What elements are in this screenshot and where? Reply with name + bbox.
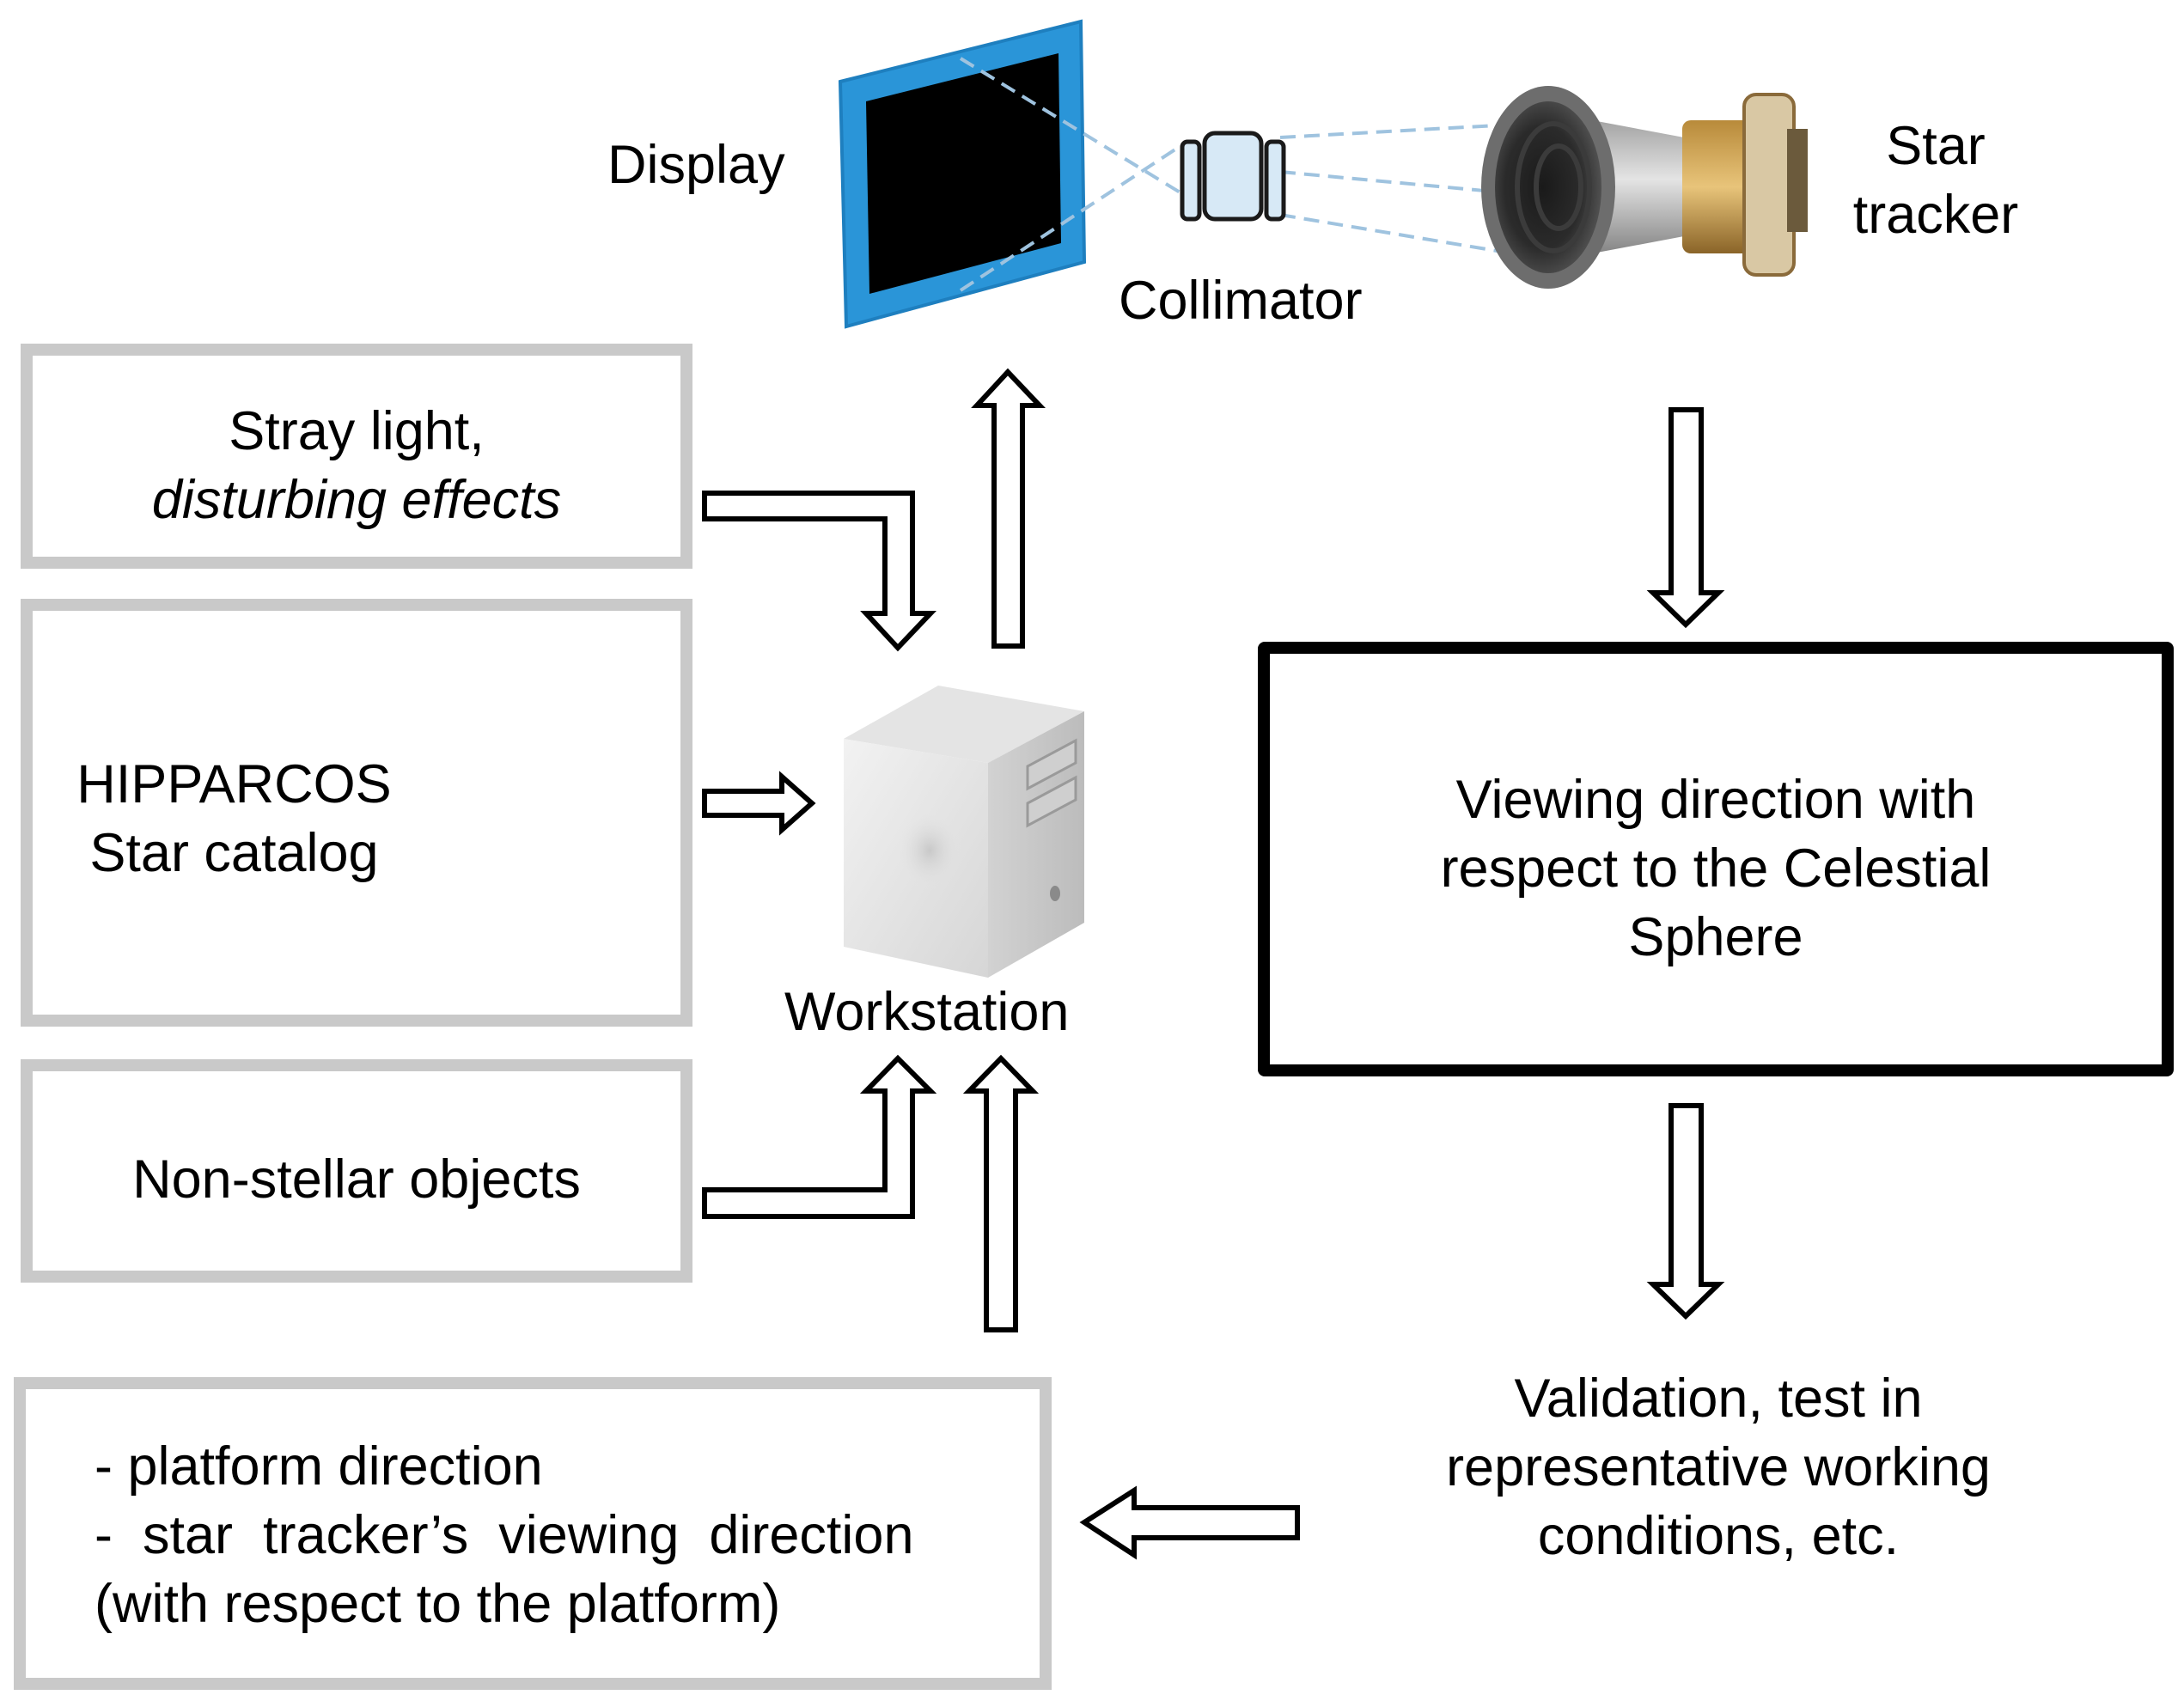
hipparcos-line1: HIPPARCOS	[76, 754, 392, 814]
viewing-direction-box: Viewing direction with respect to the Ce…	[1258, 642, 2174, 1076]
arrow-catalog-to-workstation	[702, 771, 816, 836]
stray-light-box: Stray light, disturbing effects	[21, 344, 692, 569]
monitor-icon	[838, 19, 1087, 329]
validation-line1: Validation, test in	[1514, 1369, 1923, 1429]
arrows	[702, 368, 1725, 1560]
hipparcos-label: HIPPARCOS Star catalog	[52, 750, 417, 887]
hipparcos-box	[21, 599, 692, 1027]
stray-light-line2: disturbing effects	[151, 470, 562, 530]
star-tracker-label: Star tracker	[1828, 112, 2043, 249]
arrow-platform-to-workstation	[962, 1054, 1040, 1332]
validation-label: Validation, test in representative worki…	[1375, 1364, 2062, 1570]
star-tracker-camera-icon	[1481, 86, 1808, 289]
display-label: Display	[607, 135, 785, 195]
validation-line3: conditions, etc.	[1537, 1506, 1900, 1566]
validation-line2: representative working	[1446, 1437, 1991, 1497]
platform-line1: - platform direction	[95, 1436, 543, 1497]
platform-box: - platform direction - star tracker’s vi…	[14, 1377, 1052, 1690]
viewing-direction-line3: Sphere	[1628, 907, 1803, 967]
arrow-viewing-to-validation	[1646, 1103, 1725, 1320]
stray-light-line1: Stray light,	[229, 401, 485, 461]
star-tracker-label-line2: tracker	[1852, 185, 2019, 245]
hipparcos-line2: Star catalog	[89, 823, 379, 883]
platform-line3: (with respect to the platform)	[95, 1574, 781, 1634]
arrow-workstation-to-display	[971, 368, 1046, 649]
viewing-direction-line2: respect to the Celestial	[1440, 838, 1992, 899]
collimator-lens-icon	[1180, 131, 1286, 222]
arrow-tracker-to-viewing	[1646, 407, 1725, 629]
computer-tower-icon	[844, 686, 1084, 978]
star-tracker-label-line1: Star	[1886, 116, 1986, 176]
viewing-direction-line1: Viewing direction with	[1455, 770, 1976, 830]
non-stellar-box: Non-stellar objects	[21, 1059, 692, 1283]
light-rays	[959, 57, 1513, 292]
arrow-validation-to-platform	[1079, 1485, 1300, 1560]
platform-line2: - star tracker’s viewing direction	[95, 1505, 914, 1565]
non-stellar-label: Non-stellar objects	[132, 1149, 581, 1210]
workstation-label: Workstation	[784, 982, 1070, 1042]
arrow-stray-to-workstation	[702, 491, 936, 652]
arrow-nonstellar-to-workstation	[702, 1054, 937, 1219]
collimator-label: Collimator	[1119, 271, 1363, 331]
